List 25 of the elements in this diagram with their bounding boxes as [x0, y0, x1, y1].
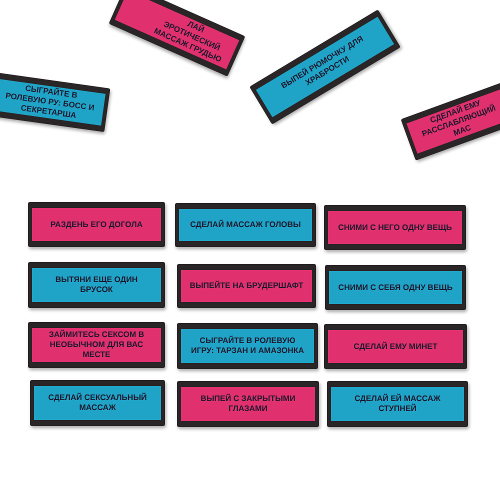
game-block — [177, 381, 319, 427]
task-text: СЫГРАЙТЕ В РОЛЕВУЮ РУ: БОСС И СЕКРЕТАРША — [4, 82, 96, 122]
game-block — [28, 322, 165, 368]
game-block — [28, 262, 165, 308]
game-block — [175, 203, 316, 247]
game-block — [327, 381, 468, 427]
task-text: СДЕЛАЙ СЕКСУАЛЬНЫЙ МАССАЖ — [47, 393, 148, 413]
task-text: СДЕЛАЙ МАССАЖ ГОЛОВЫ — [190, 220, 301, 230]
task-text: РАЗДЕНЬ ЕГО ДОГОЛА — [50, 220, 143, 230]
task-text: СНИМИ С СЕБЯ ОДНУ ВЕЩЬ — [338, 282, 453, 292]
game-block — [324, 205, 466, 250]
task-text: ВЫПЕЙТЕ НА БРУДЕРШАФТ — [190, 281, 304, 291]
task-text: СЫГРАЙТЕ В РОЛЕВУЮ ИГРУ: ТАРЗАН И АМАЗОНКА — [190, 336, 306, 356]
game-block — [324, 324, 467, 369]
task-text: ЗАЙМИТЕСЬ СЕКСОМ В НЕОБЫЧНОМ ДЛЯ ВАС МЕСТЕ — [48, 330, 146, 360]
task-text: СНИМИ С НЕГО ОДНУ ВЕЩЬ — [338, 222, 452, 232]
task-text: СДЕЛАЙ ЕМУ МИНЕТ — [354, 342, 438, 352]
game-block — [177, 264, 316, 308]
task-text: ВЫПЕЙ С ЗАКРЫТЫМИ ГЛАЗАМИ — [200, 394, 296, 414]
game-block — [325, 265, 466, 310]
game-block — [30, 380, 165, 426]
game-block — [177, 323, 318, 369]
task-text: ВЫТЯНИ ЕЩЕ ОДИН БРУСОК — [54, 275, 139, 295]
game-block — [28, 202, 165, 247]
task-text: СДЕЛАЙ ЕЙ МАССАЖ СТУПНЕЙ — [354, 394, 442, 414]
